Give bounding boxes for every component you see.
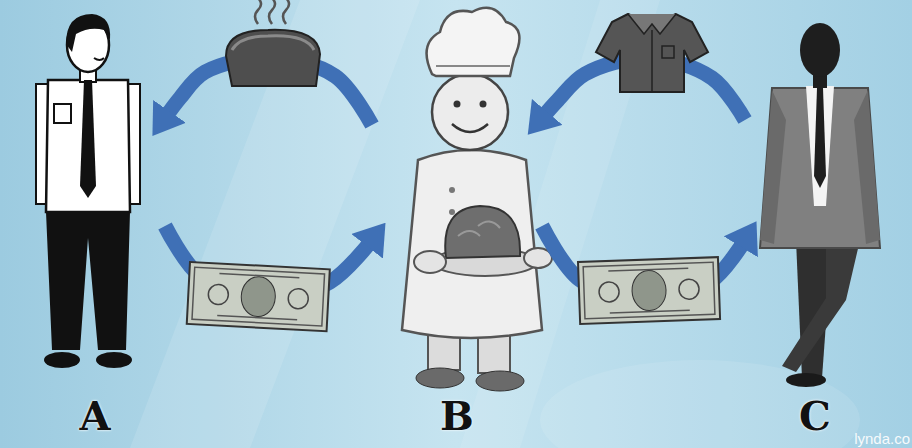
- pocket: [54, 104, 71, 123]
- bill-seal: [679, 279, 700, 300]
- bill-engraving: [217, 315, 297, 319]
- figure-letter: C: [799, 394, 831, 438]
- tie: [80, 80, 96, 198]
- bill-portrait: [631, 270, 666, 311]
- bread-loaf: [445, 206, 520, 258]
- hair: [66, 14, 110, 52]
- steam: [255, 0, 261, 24]
- bill-paper: [578, 257, 720, 324]
- dollar-bill: [578, 257, 720, 324]
- bread-crust: [232, 36, 314, 50]
- person-c-silhouette: [760, 23, 880, 387]
- tie: [814, 88, 826, 188]
- hand: [524, 248, 552, 268]
- person-a-figure: [36, 14, 140, 368]
- bill-border: [192, 267, 325, 326]
- watermark: lynda.co: [854, 430, 910, 447]
- bill-engraving: [610, 310, 690, 313]
- head: [432, 74, 508, 150]
- shoe: [786, 373, 826, 387]
- collar: [628, 14, 676, 34]
- placket: [651, 30, 653, 92]
- bill-seal: [208, 284, 229, 305]
- figure-node: C: [745, 25, 885, 438]
- shoe: [476, 371, 524, 391]
- figure-node: B: [372, 8, 542, 438]
- hat-band: [436, 65, 510, 67]
- bill-engraving: [219, 274, 299, 278]
- sleeve: [126, 84, 140, 204]
- hand: [414, 251, 446, 273]
- button: [449, 209, 455, 215]
- leg: [782, 240, 860, 372]
- figure-node: A: [25, 20, 165, 438]
- bill-seal: [599, 282, 620, 303]
- eye: [480, 101, 487, 108]
- shirt-icon: [596, 14, 708, 92]
- chef-hat: [427, 8, 520, 76]
- head: [800, 23, 840, 77]
- leg: [478, 325, 510, 373]
- figure-letter: B: [440, 394, 474, 438]
- exchange-arrow: [165, 58, 372, 125]
- bill-engraving: [608, 268, 688, 271]
- exchange-arrow: [542, 226, 745, 300]
- head: [67, 18, 109, 72]
- sleeve: [36, 84, 50, 204]
- trousers: [46, 212, 130, 350]
- sleeve: [760, 90, 786, 244]
- sleeve: [854, 90, 880, 244]
- leg: [796, 240, 832, 378]
- smile: [452, 124, 488, 132]
- steam: [269, 0, 275, 24]
- exchange-arrow: [165, 226, 372, 300]
- shirt: [46, 80, 130, 212]
- bill-seal: [288, 288, 309, 309]
- shoe: [416, 368, 464, 388]
- light-streak: [460, 0, 660, 448]
- shoe: [96, 352, 132, 368]
- shirt: [596, 14, 708, 92]
- button: [449, 187, 455, 193]
- steam: [283, 0, 289, 24]
- pocket: [662, 46, 674, 58]
- exchange-arrow: [542, 58, 745, 120]
- neck: [813, 68, 827, 88]
- plate: [433, 248, 537, 276]
- light-streak: [130, 0, 420, 448]
- eye: [454, 101, 461, 108]
- neck: [80, 66, 96, 82]
- light-glow: [540, 360, 860, 448]
- bill-portrait: [240, 276, 276, 318]
- dollar-bill: [187, 262, 330, 331]
- bill-border: [583, 262, 715, 319]
- shoe: [44, 352, 80, 368]
- mouth: [94, 58, 104, 60]
- bill-paper: [187, 262, 330, 331]
- baker-figure: [402, 8, 552, 391]
- chef-coat: [402, 150, 542, 338]
- shirt: [806, 86, 834, 206]
- leg: [428, 325, 460, 370]
- bread-icon: [226, 0, 320, 86]
- bread-loaf: [226, 30, 320, 86]
- bread-score: [458, 221, 500, 236]
- jacket: [760, 88, 880, 248]
- figure-letter: A: [79, 394, 110, 438]
